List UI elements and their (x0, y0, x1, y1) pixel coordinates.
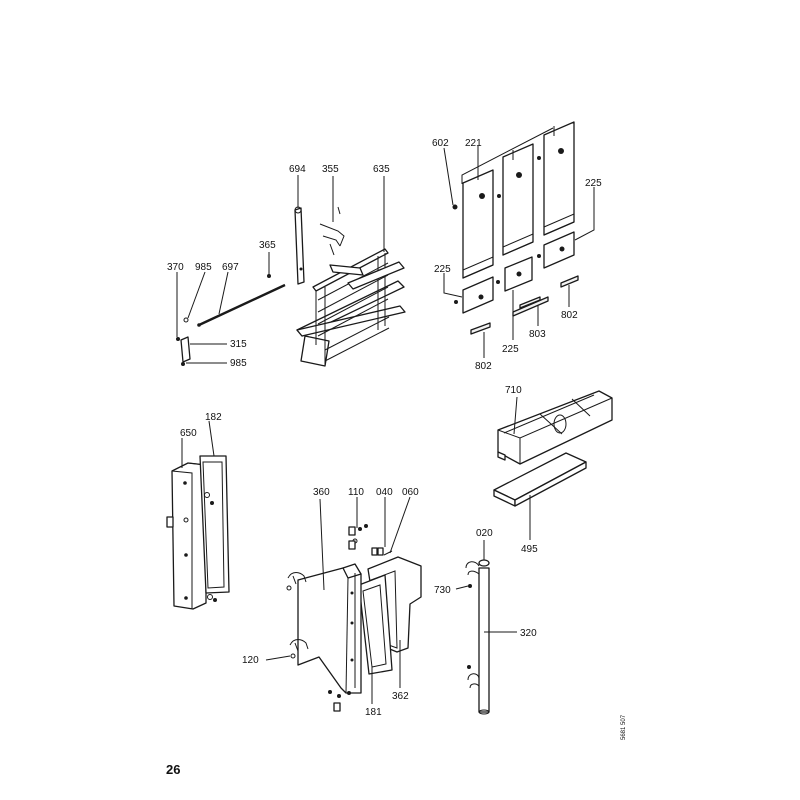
callout-802-right: 802 (561, 310, 578, 321)
door-group-360 (265, 496, 422, 712)
callout-120: 120 (242, 655, 259, 666)
callout-182: 182 (205, 412, 222, 423)
callout-225-right: 225 (585, 178, 602, 189)
callout-225-bottom: 225 (502, 344, 519, 355)
callout-697: 697 (222, 262, 239, 273)
callout-315: 315 (230, 339, 247, 350)
panel-221-middle (502, 143, 534, 256)
callout-110: 110 (348, 487, 364, 498)
callout-020: 020 (476, 528, 493, 539)
strip-803 (512, 296, 549, 317)
panel-group-221 (443, 121, 595, 358)
callout-360: 360 (313, 487, 330, 498)
callout-730: 730 (434, 585, 451, 596)
plate-225-left (462, 276, 494, 314)
callout-803: 803 (529, 329, 546, 340)
callout-060: 060 (402, 487, 419, 498)
callout-355: 355 (322, 164, 339, 175)
callout-650: 650 (180, 428, 197, 439)
callout-602: 602 (432, 138, 449, 149)
panel-221-left (462, 169, 494, 279)
hook-355 (319, 223, 345, 256)
callout-985-bottom: 985 (230, 358, 247, 369)
callout-985-top: 985 (195, 262, 212, 273)
callout-181: 181 (365, 707, 382, 718)
callout-694: 694 (289, 164, 306, 175)
reference-code: 5681 507 (621, 714, 627, 740)
callout-495: 495 (521, 544, 538, 555)
strip-802-left (470, 322, 491, 335)
callout-370: 370 (167, 262, 184, 273)
callout-710: 710 (505, 385, 522, 396)
callout-365: 365 (259, 240, 276, 251)
strip-802-right (560, 275, 579, 288)
post-320 (478, 567, 490, 713)
door-360 (297, 567, 362, 694)
gasket-181 (358, 574, 393, 675)
post-group-320 (455, 540, 517, 715)
callout-221: 221 (465, 138, 482, 149)
callout-320: 320 (520, 628, 537, 639)
callout-635: 635 (373, 164, 390, 175)
rack-group-635 (176, 175, 406, 367)
rod-694 (294, 207, 305, 285)
trough-group-710 (493, 390, 613, 540)
rod-697 (198, 283, 286, 327)
plate-225-right (543, 231, 575, 269)
pin-315 (180, 336, 191, 363)
panel-221-right (543, 121, 575, 236)
door-group-650 (166, 420, 230, 610)
page-number: 26 (166, 762, 180, 777)
callout-040: 040 (376, 487, 393, 498)
rack-635 (296, 248, 406, 367)
callout-802-left: 802 (475, 361, 492, 372)
callout-362: 362 (392, 691, 409, 702)
callout-225-left: 225 (434, 264, 451, 275)
